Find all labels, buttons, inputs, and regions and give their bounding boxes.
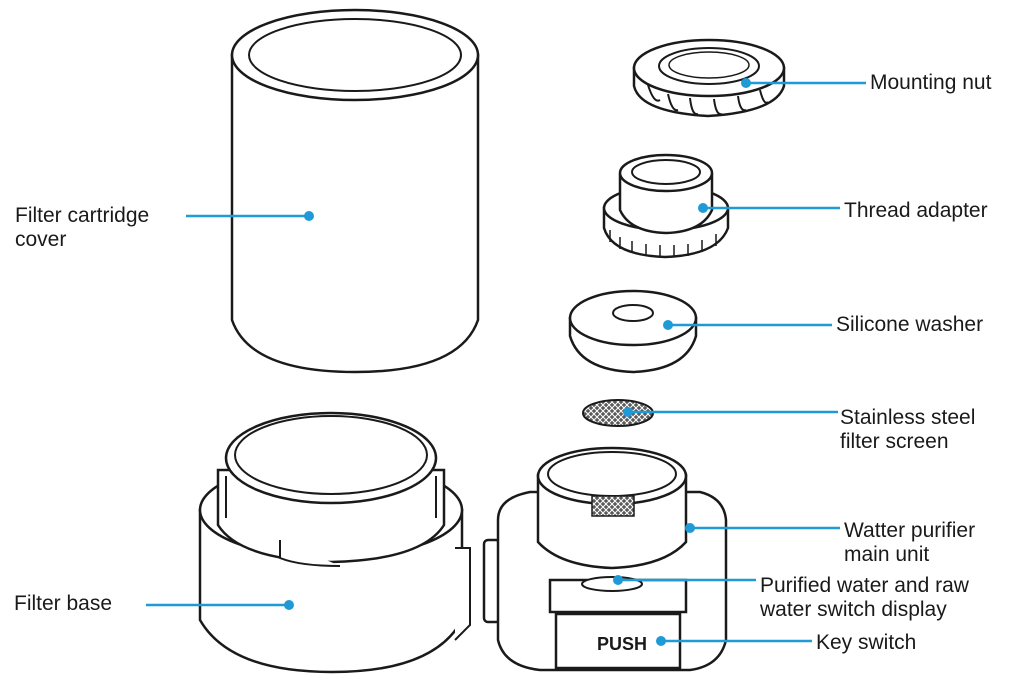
thread-adapter-part — [602, 153, 730, 259]
mounting-nut-part — [632, 38, 786, 118]
silicone-washer-part — [568, 289, 698, 374]
label-thread-adapter: Thread adapter — [844, 199, 988, 222]
label-main-unit: Watter purifier main unit — [844, 519, 976, 566]
push-button-text: PUSH — [597, 634, 647, 654]
label-key-switch: Key switch — [816, 631, 917, 654]
leader-lines — [146, 78, 866, 646]
label-switch-display: Purified water and raw water switch disp… — [760, 574, 969, 621]
label-filter-cartridge-cover: Filter cartridge cover — [15, 204, 150, 251]
main-unit-part — [496, 446, 728, 672]
filter-cartridge-cover-part — [230, 8, 480, 374]
label-silicone-washer: Silicone washer — [836, 313, 984, 336]
label-mounting-nut: Mounting nut — [870, 71, 992, 94]
filter-base-part — [198, 411, 502, 674]
label-filter-base: Filter base — [14, 592, 113, 615]
label-filter-screen: Stainless steel filter screen — [840, 406, 976, 453]
